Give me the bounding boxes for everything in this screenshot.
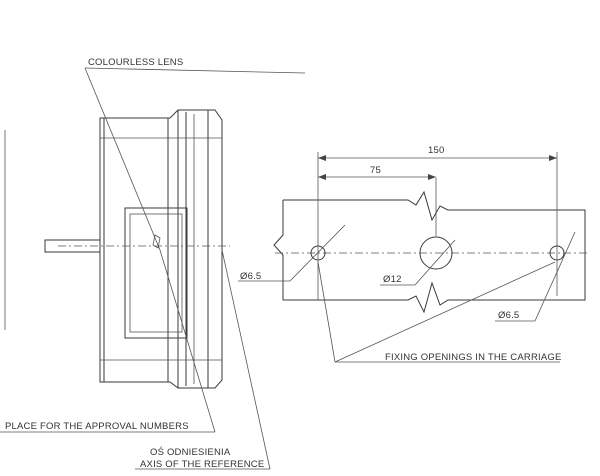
- leaders-left: [0, 67, 306, 470]
- label-axis-en: AXIS OF THE REFERENCE: [140, 459, 264, 470]
- dim-hole-left: Ø6.5: [240, 271, 261, 282]
- carriage-outline: [283, 190, 586, 314]
- carriage-view: [238, 152, 590, 363]
- label-approval-place: PLACE FOR THE APPROVAL NUMBERS: [5, 421, 189, 432]
- hole-center: [419, 236, 453, 270]
- label-colourless-lens: COLOURLESS LENS: [88, 57, 183, 68]
- dim-overall: 150: [428, 145, 444, 156]
- lamp-side-view: [4, 109, 230, 389]
- approval-window: [124, 207, 188, 339]
- label-axis-pl: OŚ ODNIESIENIA: [150, 446, 231, 458]
- dim-half: 75: [370, 165, 381, 176]
- label-fixing-openings: FIXING OPENINGS IN THE CARRIAGE: [385, 352, 562, 363]
- lamp-body: [99, 109, 223, 389]
- dim-hole-center: Ø12: [383, 274, 402, 285]
- dim-hole-right: Ø6.5: [498, 310, 519, 321]
